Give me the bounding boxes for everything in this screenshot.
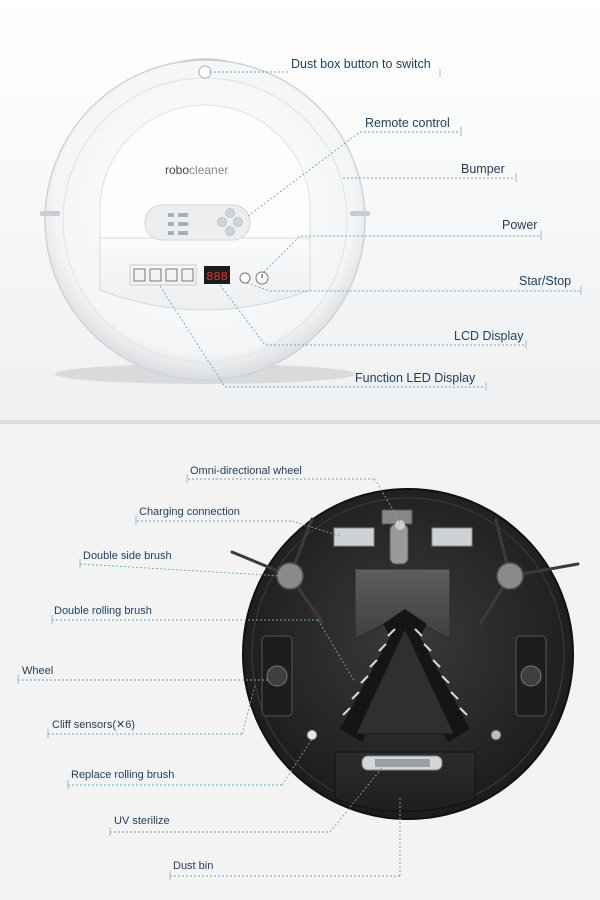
label-wheel: Wheel [22, 665, 53, 677]
label-side-brush: Double side brush [83, 550, 172, 562]
leader-lines [159, 69, 582, 391]
robot-bottom-view [230, 488, 580, 820]
charging-contact-right [431, 527, 473, 547]
label-function-led: Function LED Display [355, 371, 476, 385]
top-view-panel: robocleaner [0, 0, 600, 420]
top-labels: Dust box button to switch Remote control… [291, 57, 571, 385]
rolling-brush-right [414, 628, 468, 716]
top-view-diagram: robocleaner [40, 57, 582, 391]
dust-box-button [198, 65, 212, 79]
leader-lines [17, 474, 401, 880]
label-dust-bin: Dust bin [173, 860, 213, 872]
start-stop-button [239, 272, 251, 284]
label-rolling-brush: Double rolling brush [54, 605, 152, 617]
lcd-readout: 888 [206, 270, 228, 284]
wheel-left [261, 635, 293, 717]
product-logo: robocleaner [165, 163, 228, 177]
bottom-labels: Omni-directional wheel Charging connecti… [22, 465, 302, 872]
label-bumper: Bumper [461, 162, 505, 176]
label-power: Power [502, 218, 537, 232]
charging-contact-left [333, 527, 375, 547]
rolling-brush-left [342, 628, 396, 716]
lcd-display [204, 266, 230, 284]
omni-wheel [389, 523, 409, 565]
label-remote-control: Remote control [365, 116, 450, 130]
label-cliff-sensors: Cliff sensors(✕6) [52, 719, 135, 731]
label-start-stop: Star/Stop [519, 274, 571, 288]
label-lcd-display: LCD Display [454, 329, 524, 343]
section-divider [0, 420, 600, 424]
bottom-view-panel: Omni-directional wheel Charging connecti… [0, 424, 600, 900]
side-brush-right [478, 518, 580, 626]
wheel-right [515, 635, 547, 717]
label-charging-connection: Charging connection [139, 506, 240, 518]
cliff-sensor [306, 729, 318, 741]
function-led-display [129, 264, 197, 286]
robot-top-view: robocleaner [40, 58, 370, 384]
label-omni-wheel: Omni-directional wheel [190, 465, 302, 477]
label-uv-sterilize: UV sterilize [114, 815, 170, 827]
label-replace-rolling-brush: Replace rolling brush [71, 769, 174, 781]
label-dust-box-button: Dust box button to switch [291, 57, 431, 71]
side-brush-left [230, 517, 324, 624]
bottom-view-diagram: Omni-directional wheel Charging connecti… [17, 465, 580, 880]
